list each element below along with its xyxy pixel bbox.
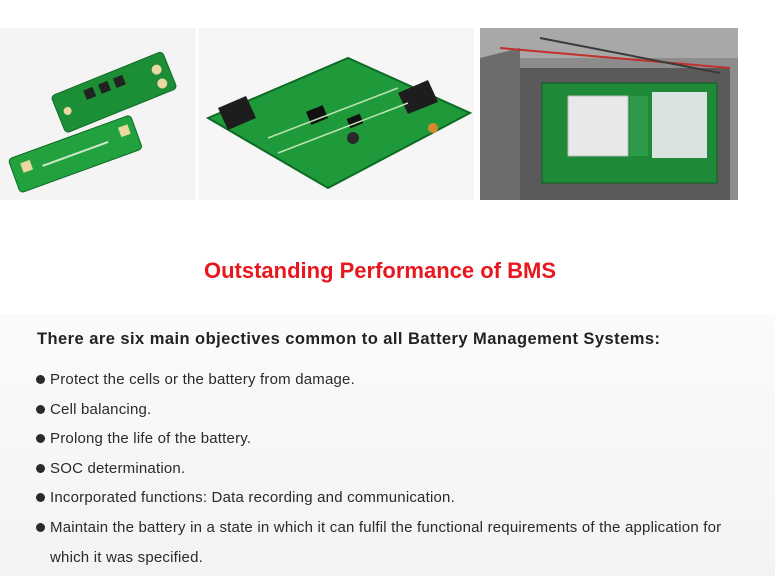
- page-title: Outstanding Performance of BMS: [203, 258, 557, 283]
- list-item: Maintain the battery in a state in which…: [36, 513, 736, 572]
- list-item-text: Incorporated functions: Data recording a…: [50, 489, 455, 507]
- objectives-intro: There are six main objectives common to …: [37, 330, 661, 348]
- battery-box-photo: [480, 28, 738, 200]
- list-item: SOC determination.: [36, 454, 736, 484]
- list-item-text: Protect the cells or the battery from da…: [50, 371, 355, 388]
- bms-circuit-board-illustration: [198, 28, 474, 200]
- list-item-text: Maintain the battery in a state in which…: [50, 518, 722, 566]
- bullet-icon: [36, 493, 45, 503]
- content-background: [0, 314, 775, 576]
- list-item: Prolong the life of the battery.: [36, 424, 736, 454]
- list-item-text: Cell balancing.: [50, 400, 152, 418]
- bullet-icon: [36, 434, 45, 444]
- list-item-text: Prolong the life of the battery.: [50, 430, 252, 448]
- bullet-icon: [36, 375, 45, 384]
- bullet-icon: [36, 404, 45, 414]
- objectives-list: Protect the cells or the battery from da…: [36, 365, 736, 572]
- battery-box-illustration: [480, 28, 738, 200]
- bullet-icon: [36, 522, 45, 532]
- list-item: Protect the cells or the battery from da…: [36, 365, 736, 395]
- bms-module-illustration: [0, 28, 196, 200]
- list-item: Cell balancing.: [36, 395, 736, 425]
- list-item: Incorporated functions: Data recording a…: [36, 483, 736, 513]
- list-item-text: SOC determination.: [50, 459, 186, 477]
- bullet-icon: [36, 463, 45, 473]
- bms-module-photo: [0, 28, 196, 200]
- bms-circuit-board-photo: [198, 28, 474, 200]
